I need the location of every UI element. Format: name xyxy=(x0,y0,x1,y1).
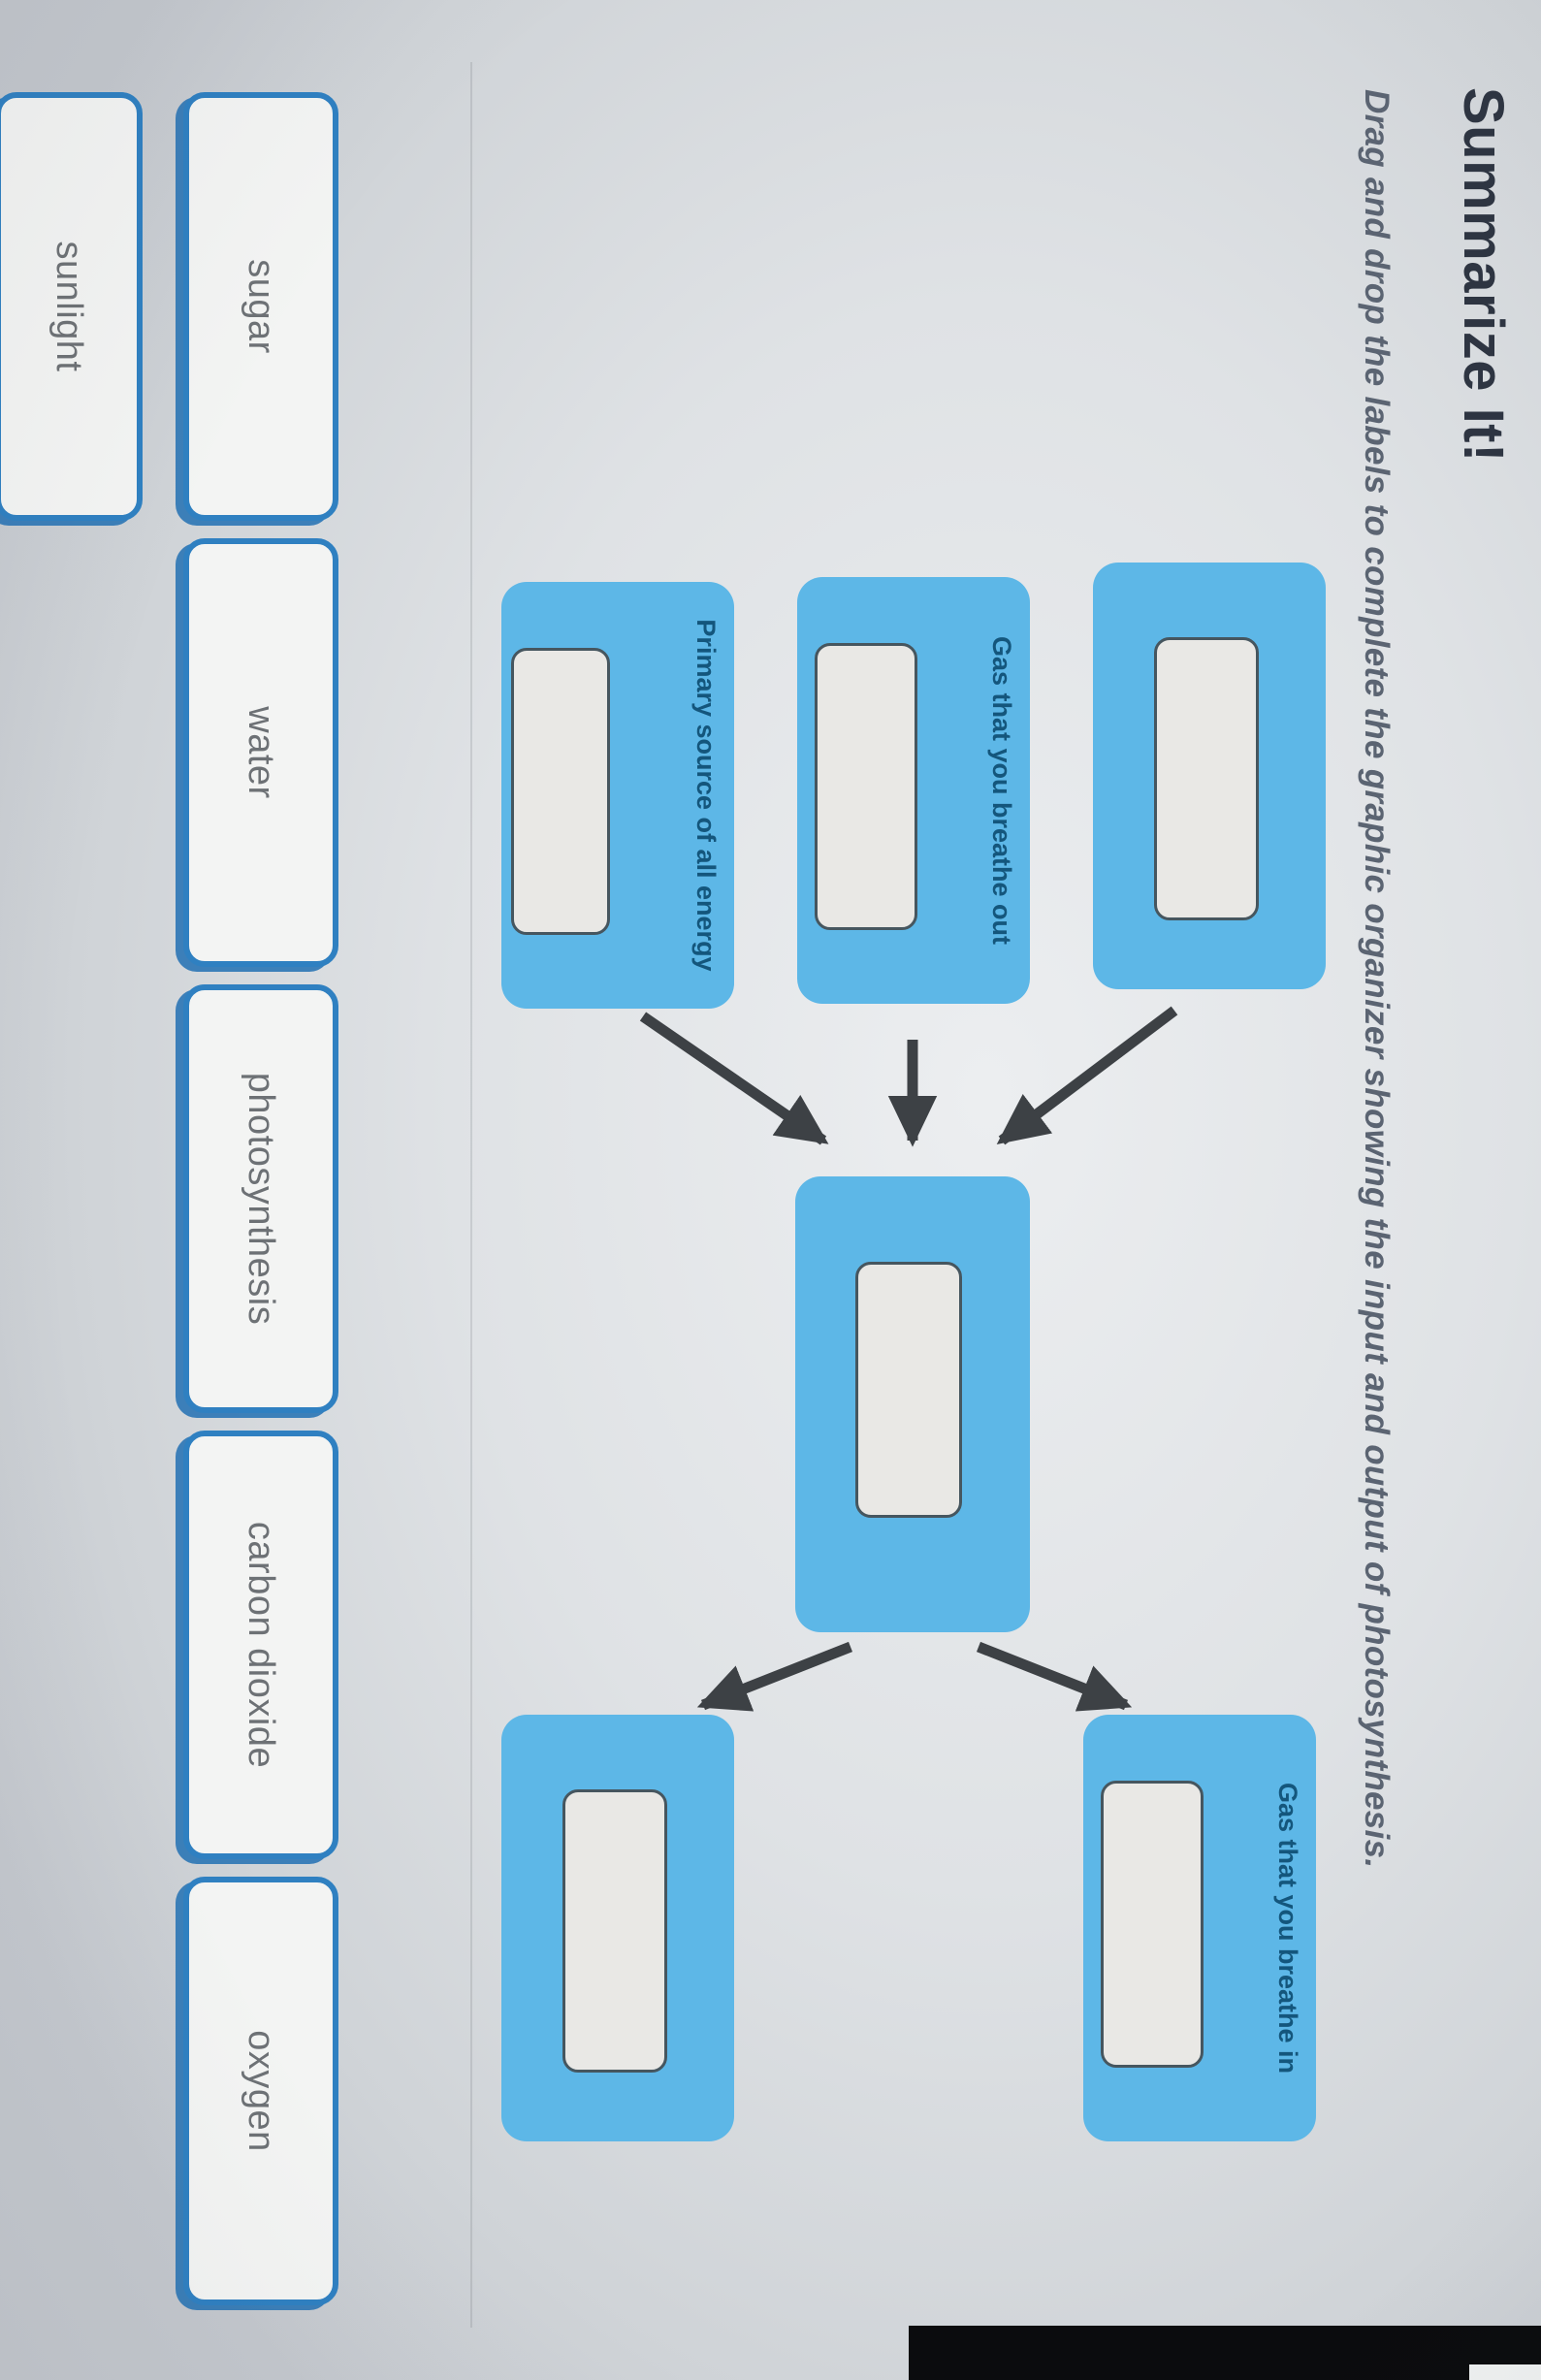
label-chip-sugar[interactable]: sugar xyxy=(183,92,338,521)
word-bank-divider xyxy=(470,62,472,2328)
drop-slot-output-2[interactable] xyxy=(562,1789,667,2073)
label-chip-oxygen[interactable]: oxygen xyxy=(183,1877,338,2305)
arrow-process-to-output2 xyxy=(696,1641,853,1712)
input-box-energy-source: Primary source of all energy xyxy=(501,582,734,1009)
arrow-process-to-output1 xyxy=(976,1641,1133,1712)
drop-slot-input-1[interactable] xyxy=(1154,637,1259,920)
output-box-sugar xyxy=(501,1715,734,2141)
input-box-gas-breathe-out: Gas that you breathe out xyxy=(797,577,1030,1004)
box-label-gas-breathe-out: Gas that you breathe out xyxy=(987,635,1016,946)
screen-bezel xyxy=(909,2326,1541,2380)
input-box-water xyxy=(1093,563,1326,989)
arrow-input1-to-process xyxy=(996,1006,1178,1145)
drop-slot-output-1[interactable] xyxy=(1101,1781,1204,2068)
screen-bezel-highlight xyxy=(1469,2364,1541,2380)
box-label-gas-breathe-in: Gas that you breathe in xyxy=(1273,1782,1302,2074)
output-box-gas-breathe-in: Gas that you breathe in xyxy=(1083,1715,1316,2141)
label-chip-carbon-dioxide[interactable]: carbon dioxide xyxy=(183,1431,338,1859)
label-chip-photosynthesis[interactable]: photosynthesis xyxy=(183,984,338,1413)
label-chip-water[interactable]: water xyxy=(183,538,338,967)
drop-slot-input-3[interactable] xyxy=(511,648,610,935)
drop-slot-process[interactable] xyxy=(855,1262,962,1518)
box-label-energy-source: Primary source of all energy xyxy=(691,619,721,972)
label-chip-sunlight[interactable]: sunlight xyxy=(0,92,143,521)
process-box xyxy=(795,1176,1030,1632)
drop-slot-input-2[interactable] xyxy=(815,643,917,930)
arrow-input3-to-process xyxy=(639,1012,829,1145)
